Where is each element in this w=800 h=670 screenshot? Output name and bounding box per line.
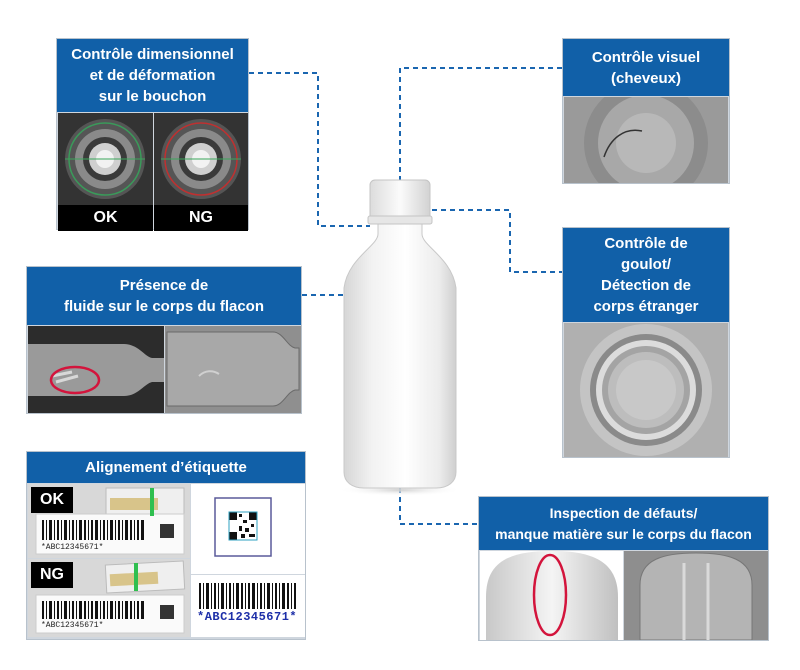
title-line: corps étranger [593, 298, 699, 315]
label-ok-tag: OK [31, 487, 73, 513]
visual-hair-image [564, 97, 728, 183]
title-line: manque matière sur le corps du flacon [495, 525, 752, 542]
title-line: fluide sur le corps du flacon [63, 298, 265, 315]
title-line: (cheveux) [610, 69, 682, 87]
connector-neck [405, 209, 562, 273]
title-line: Contrôle dimensionnel [71, 46, 234, 63]
cap-ok-label: OK [58, 205, 153, 231]
cap-ng-image [154, 113, 248, 205]
label-ng-code-text: *ABC12345671* [41, 621, 104, 630]
title-line: Détection de [600, 277, 691, 294]
connector-cap [249, 72, 370, 227]
panel-fluid-title: Présence de fluide sur le corps du flaco… [27, 267, 301, 325]
title-line: et de déformation [89, 67, 216, 84]
panel-defect-inspection: Inspection de défauts/ manque matière su… [478, 496, 769, 641]
title-line: Contrôle visuel [591, 48, 701, 66]
panel-label-alignment: Alignement d’étiquette *ABC12345671* OK [26, 451, 306, 640]
title-line: Contrôle de [604, 235, 688, 252]
defect-body-image-right [624, 551, 768, 640]
cap-ok-image [58, 113, 153, 205]
panel-visual-control: Contrôle visuel (cheveux) [562, 38, 730, 184]
panel-fluid-presence: Présence de fluide sur le corps du flaco… [26, 266, 302, 414]
panel-neck-title: Contrôle de goulot/ Détection de corps é… [563, 228, 729, 322]
panel-cap-control: Contrôle dimensionnel et de déformation … [56, 38, 249, 231]
neck-foreign-body-image [564, 323, 728, 457]
title-line: Alignement d’étiquette [85, 459, 247, 476]
panel-label-title: Alignement d’étiquette [27, 452, 305, 483]
connector-defect [399, 398, 478, 525]
barcode-large-image: *ABC12345671* [191, 575, 305, 637]
title-line: Présence de [119, 277, 209, 294]
title-line: goulot/ [621, 256, 671, 273]
label-ok-code-text: *ABC12345671* [41, 543, 104, 552]
fluid-body-image-left [28, 326, 164, 413]
panel-visual-title: Contrôle visuel (cheveux) [563, 39, 729, 96]
label-ok-image [28, 484, 190, 558]
panel-cap-title: Contrôle dimensionnel et de déformation … [57, 39, 248, 112]
defect-body-image-left [480, 551, 623, 640]
qr-code-image [191, 484, 305, 574]
title-line: sur le bouchon [98, 88, 207, 105]
bottle-image [338, 179, 462, 496]
panel-neck-control: Contrôle de goulot/ Détection de corps é… [562, 227, 730, 458]
title-line: Inspection de défauts/ [549, 504, 698, 521]
cap-ng-label: NG [154, 205, 248, 231]
panel-defect-title: Inspection de défauts/ manque matière su… [479, 497, 768, 550]
barcode-large-text: *ABC12345671* [197, 610, 298, 624]
connector-visual [399, 67, 562, 198]
fluid-body-image-right [165, 326, 301, 413]
label-ng-tag: NG [31, 562, 73, 588]
